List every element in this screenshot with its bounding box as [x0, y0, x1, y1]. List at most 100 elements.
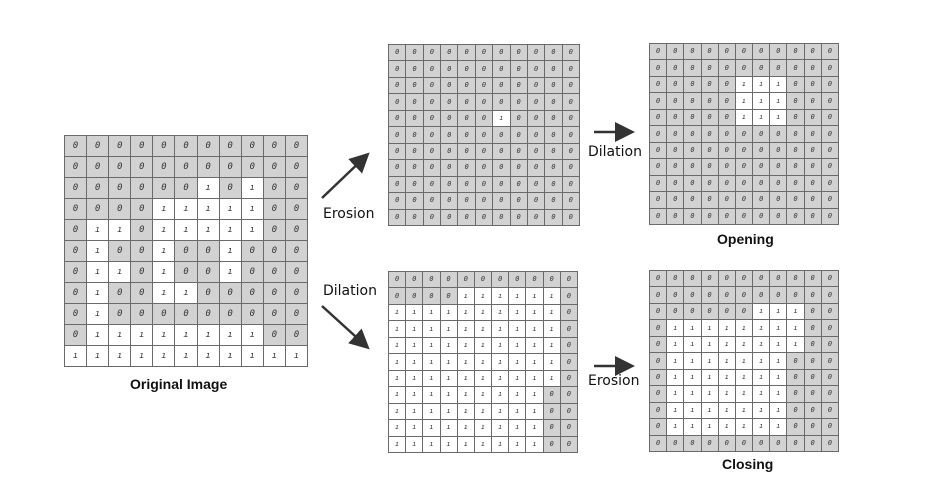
pixel-cell: 0 — [667, 60, 684, 76]
pixel-cell: ı — [131, 346, 153, 366]
pixel-cell: 0 — [458, 94, 475, 110]
pixel-cell: 0 — [718, 192, 735, 208]
pixel-cell: 0 — [787, 208, 804, 224]
pixel-cell: ı — [457, 337, 474, 354]
pixel-cell: 0 — [684, 44, 701, 60]
pixel-cell: 0 — [527, 209, 545, 225]
pixel-cell: ı — [509, 304, 526, 321]
pixel-cell: ı — [718, 369, 735, 386]
pixel-cell: 0 — [650, 44, 667, 60]
pixel-cell: 0 — [65, 283, 87, 303]
pixel-cell: 0 — [493, 61, 510, 77]
pixel-cell: 0 — [406, 77, 423, 94]
pixel-cell: 0 — [527, 143, 545, 160]
pixel-cell: 0 — [562, 209, 579, 225]
pixel-cell: ı — [770, 369, 787, 386]
pixel-cell: 0 — [527, 77, 545, 94]
pixel-cell: 0 — [475, 45, 493, 61]
pixel-cell: 0 — [65, 325, 87, 345]
pixel-cell: ı — [753, 320, 770, 336]
pixel-cell: 0 — [493, 176, 510, 193]
pixel-cell: 0 — [684, 109, 701, 126]
pixel-cell: 0 — [821, 208, 838, 224]
pixel-cell: ı — [667, 320, 684, 336]
pixel-cell: 0 — [667, 287, 684, 303]
pixel-cell: ı — [787, 336, 804, 353]
pixel-cell: ı — [718, 353, 735, 369]
pixel-cell: 0 — [821, 175, 838, 192]
pixel-cell: ı — [509, 354, 526, 370]
pixel-cell: ı — [701, 386, 718, 402]
pixel-cell: 0 — [787, 287, 804, 303]
pixel-cell: 0 — [458, 127, 475, 143]
pixel-cell: ı — [153, 241, 175, 261]
pixel-cell: 0 — [562, 77, 579, 94]
pixel-cell: 0 — [787, 159, 804, 175]
pixel-cell: 0 — [560, 403, 577, 420]
pixel-cell: ı — [753, 336, 770, 353]
pixel-cell: 0 — [667, 109, 684, 126]
pixel-cell: 0 — [543, 272, 560, 288]
pixel-cell: 0 — [65, 241, 87, 261]
pixel-cell: 0 — [735, 303, 753, 320]
pixel-cell: 0 — [804, 76, 821, 93]
pixel-cell: ı — [770, 419, 787, 435]
pixel-cell: ı — [667, 419, 684, 435]
pixel-cell: 0 — [770, 287, 787, 303]
pixel-cell: 0 — [545, 61, 562, 77]
pixel-cell: ı — [526, 403, 543, 420]
pixel-cell: ı — [543, 337, 560, 354]
pixel-cell: ı — [667, 402, 684, 419]
pixel-cell: ı — [526, 370, 543, 387]
pixel-cell: 0 — [545, 209, 562, 225]
pixel-cell: ı — [735, 386, 753, 402]
pixel-cell: ı — [770, 320, 787, 336]
pixel-cell: 0 — [441, 45, 458, 61]
pixel-cell: 0 — [684, 159, 701, 175]
pixel-cell: 0 — [735, 287, 753, 303]
pixel-cell: 0 — [87, 157, 109, 177]
pixel-cell: 0 — [718, 303, 735, 320]
pixel-cell: ı — [718, 386, 735, 402]
pixel-cell: 0 — [787, 60, 804, 76]
pixel-cell: 0 — [493, 94, 510, 110]
pixel-cell: 0 — [821, 320, 838, 336]
pixel-cell: ı — [109, 262, 131, 282]
pixel-cell: ı — [241, 325, 263, 345]
pixel-cell: ı — [509, 337, 526, 354]
pixel-cell: ı — [526, 420, 543, 436]
pixel-cell: ı — [509, 436, 526, 452]
pixel-cell: ı — [492, 304, 509, 321]
pixel-cell: 0 — [441, 61, 458, 77]
pixel-cell: ı — [492, 420, 509, 436]
pixel-cell: ı — [492, 354, 509, 370]
pixel-cell: 0 — [667, 271, 684, 287]
pixel-cell: 0 — [406, 94, 423, 110]
pixel-cell: ı — [770, 336, 787, 353]
pixel-cell: 0 — [263, 241, 285, 261]
pixel-cell: 0 — [263, 157, 285, 177]
pixel-cell: 0 — [650, 369, 667, 386]
erosion-label-top: Erosion — [323, 206, 375, 222]
pixel-cell: 0 — [684, 93, 701, 109]
pixel-cell: 0 — [65, 157, 87, 177]
pixel-cell: 0 — [770, 60, 787, 76]
pixel-cell: ı — [474, 337, 492, 354]
pixel-cell: 0 — [263, 325, 285, 345]
pixel-cell: 0 — [241, 283, 263, 303]
pixel-cell: ı — [735, 93, 753, 109]
pixel-cell: 0 — [131, 199, 153, 219]
pixel-cell: 0 — [804, 208, 821, 224]
pixel-cell: 0 — [701, 159, 718, 175]
pixel-cell: 0 — [684, 287, 701, 303]
pixel-cell: 0 — [423, 143, 441, 160]
pixel-cell: ı — [543, 354, 560, 370]
pixel-cell: 0 — [821, 402, 838, 419]
pixel-cell: 0 — [389, 160, 406, 176]
pixel-cell: ı — [285, 346, 307, 366]
pixel-cell: 0 — [787, 192, 804, 208]
pixel-cell: 0 — [458, 143, 475, 160]
pixel-cell: ı — [457, 354, 474, 370]
pixel-cell: 0 — [197, 304, 219, 324]
